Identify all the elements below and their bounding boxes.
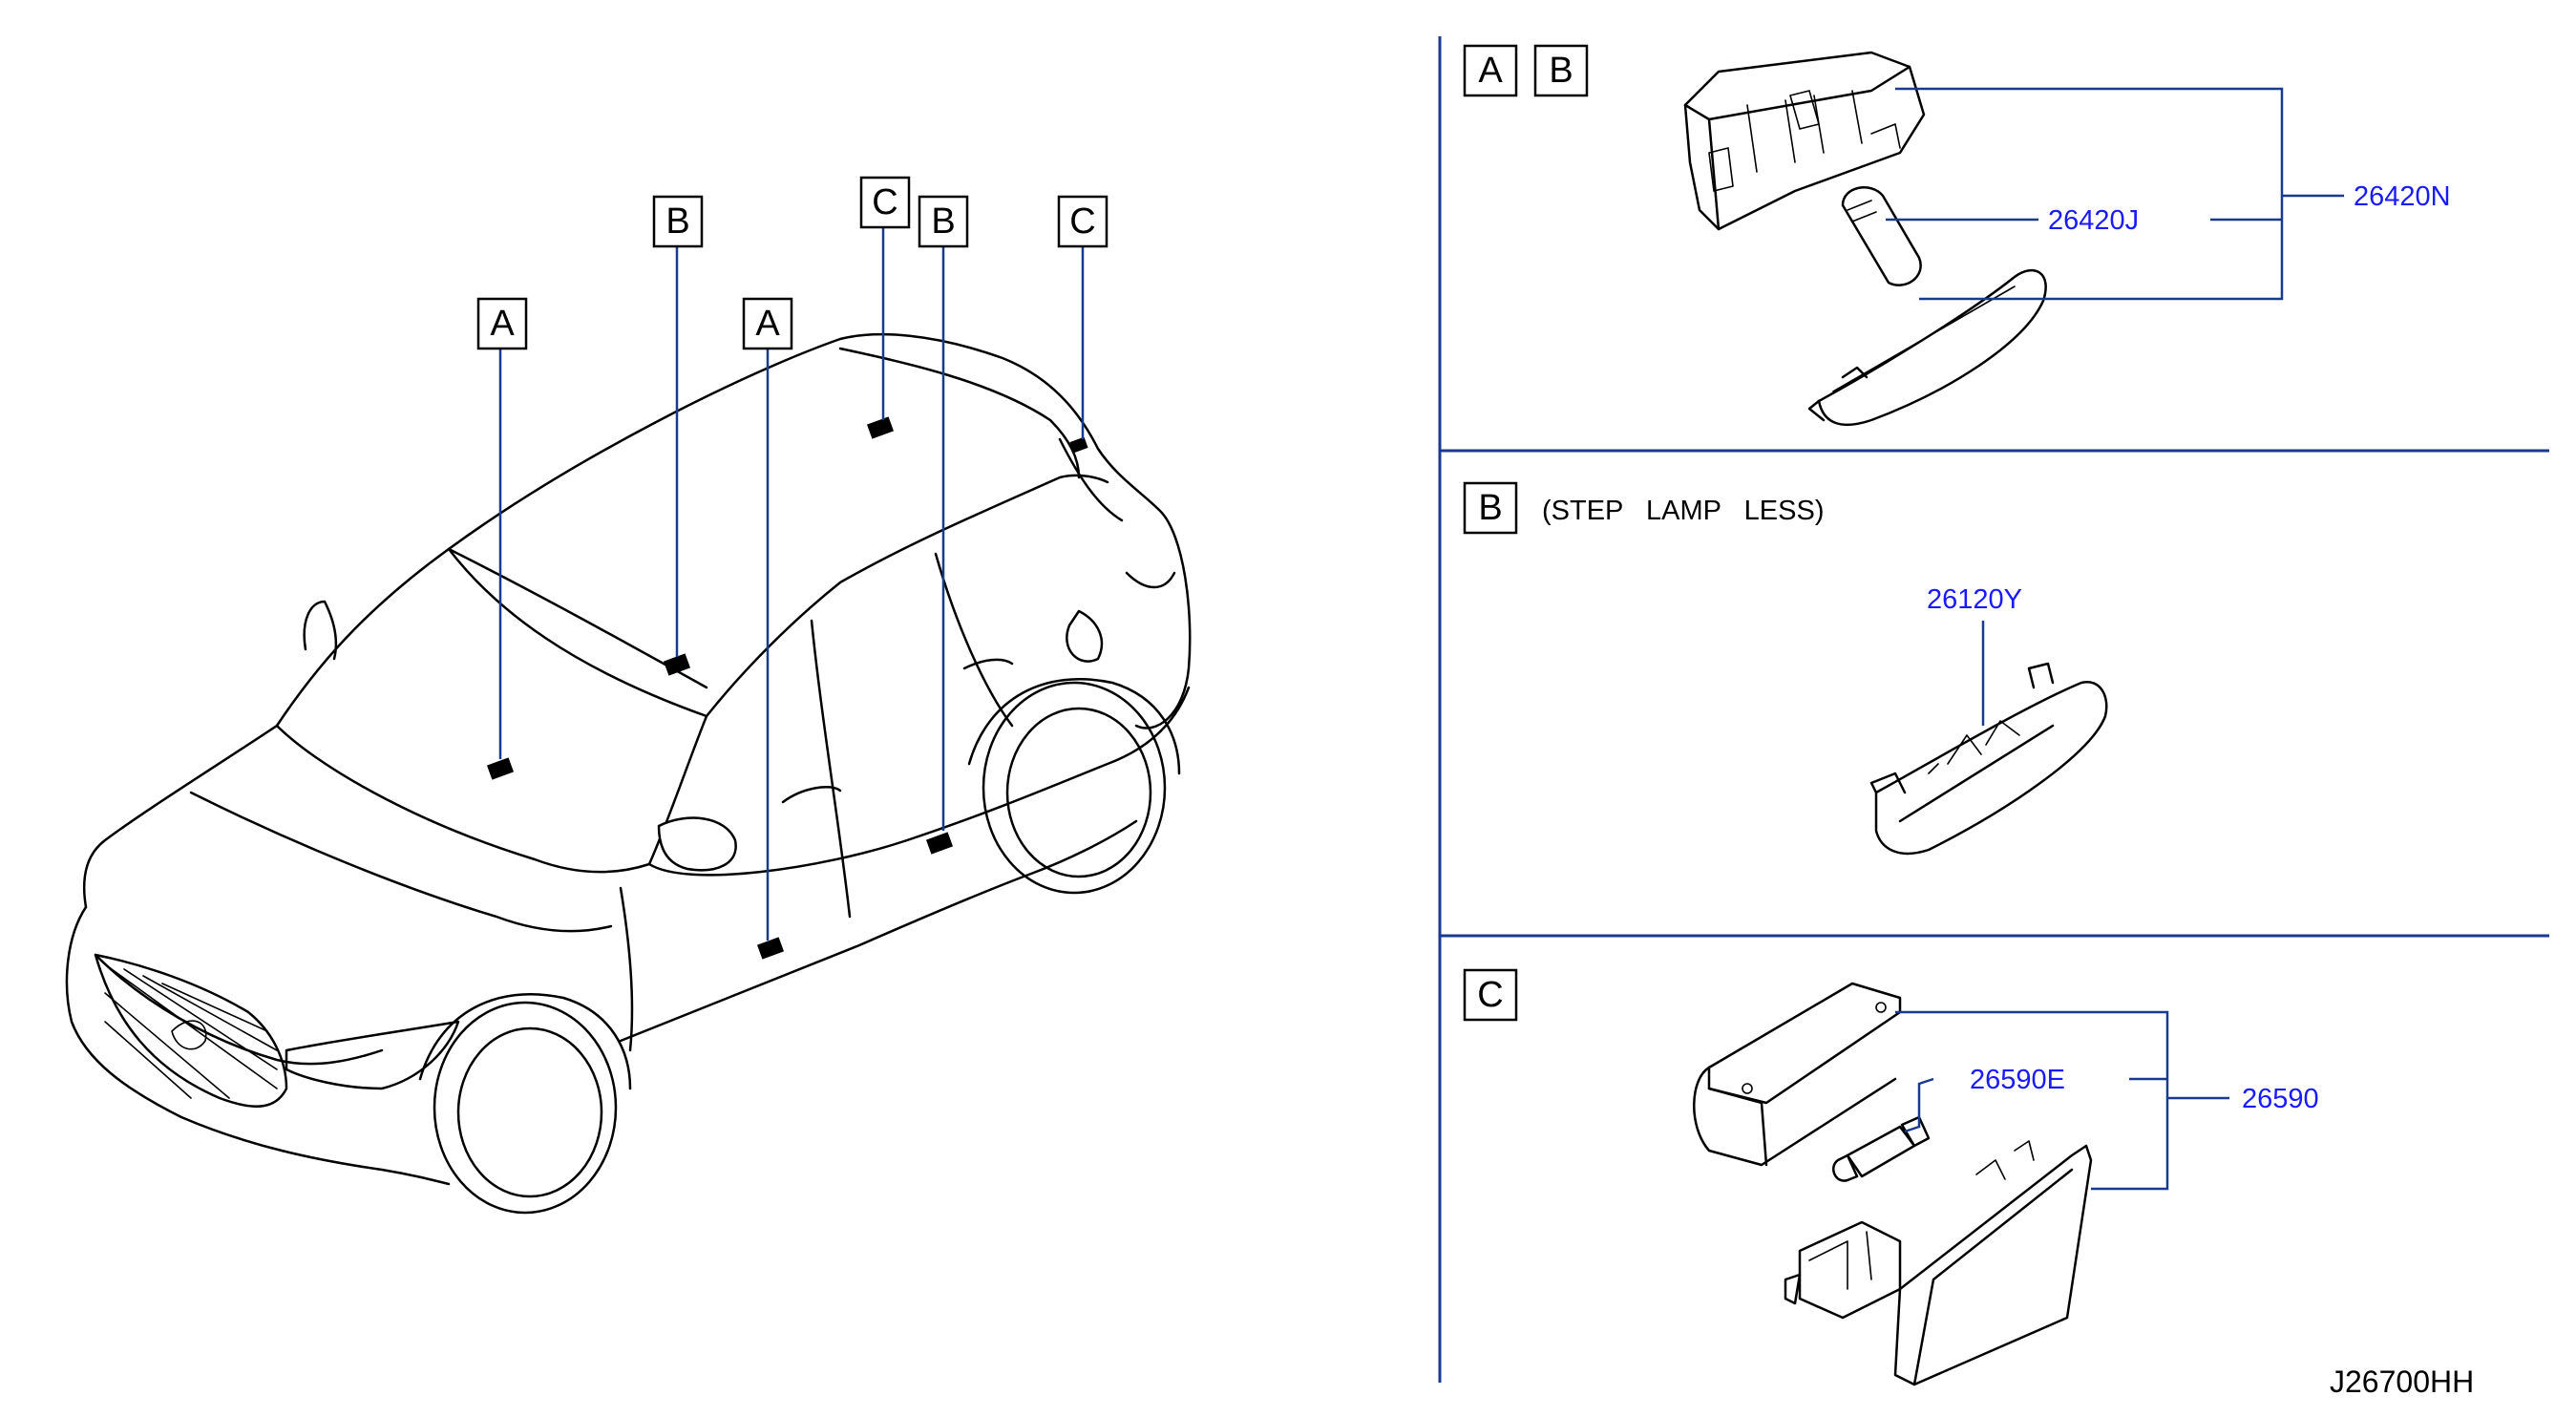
section-b-note: (STEP LAMP LESS) xyxy=(1542,496,1824,526)
callout-a-left-label: A xyxy=(490,304,515,344)
vehicle-illustration: A B A C B C xyxy=(65,176,1192,1215)
callout-c-center-label: C xyxy=(872,182,897,222)
callout-a-left: A xyxy=(476,297,528,350)
part-number-26120y: 26120Y xyxy=(1927,584,2022,615)
callout-b-left-label: B xyxy=(665,201,689,242)
lamp-marker-a-left xyxy=(486,757,515,780)
callout-c-center: C xyxy=(859,176,911,229)
part-number-26420j: 26420J xyxy=(2048,205,2139,236)
lamp-housing-c-drawing xyxy=(1784,1140,2093,1386)
section-ab-badge-a: A xyxy=(1478,51,1503,91)
section-c-badge: C xyxy=(1477,975,1503,1015)
callout-c-right-label: C xyxy=(1069,201,1095,242)
section-b-badge: B xyxy=(1478,488,1502,528)
part-number-26590: 26590 xyxy=(2242,1084,2319,1114)
callout-b-right: B xyxy=(918,195,969,248)
lamp-cover-plate-drawing xyxy=(1693,982,1902,1167)
section-b: B (STEP LAMP LESS) 26120Y xyxy=(1463,481,2108,856)
callout-b-right-label: B xyxy=(931,201,955,242)
section-ab-badge-b: B xyxy=(1549,51,1573,91)
lamp-marker-b-left xyxy=(663,653,691,676)
lamp-marker-c-right xyxy=(1069,436,1088,454)
lamp-marker-b-right xyxy=(925,832,954,855)
drawing-code: J26700HH xyxy=(2330,1364,2474,1399)
lamp-housing-drawing xyxy=(1683,51,1926,231)
callout-b-left: B xyxy=(652,195,704,248)
lamp-marker-c-center xyxy=(866,416,895,439)
part-number-26420n: 26420N xyxy=(2354,181,2451,212)
section-c: C 26590E 26590 xyxy=(1463,968,2319,1386)
festoon-bulb-drawing xyxy=(1832,1115,1931,1182)
wedge-bulb-drawing xyxy=(1841,186,1922,286)
lamp-marker-a-center xyxy=(756,937,785,960)
callout-c-right: C xyxy=(1057,195,1109,248)
lamp-cover-drawing xyxy=(1869,662,2108,856)
lamp-lens-drawing xyxy=(1807,268,2047,427)
section-ab: A B 26420J 26420N xyxy=(1463,44,2451,427)
callout-a-center: A xyxy=(742,297,793,350)
part-number-26590e: 26590E xyxy=(1970,1065,2065,1095)
callout-a-center-label: A xyxy=(755,304,780,344)
